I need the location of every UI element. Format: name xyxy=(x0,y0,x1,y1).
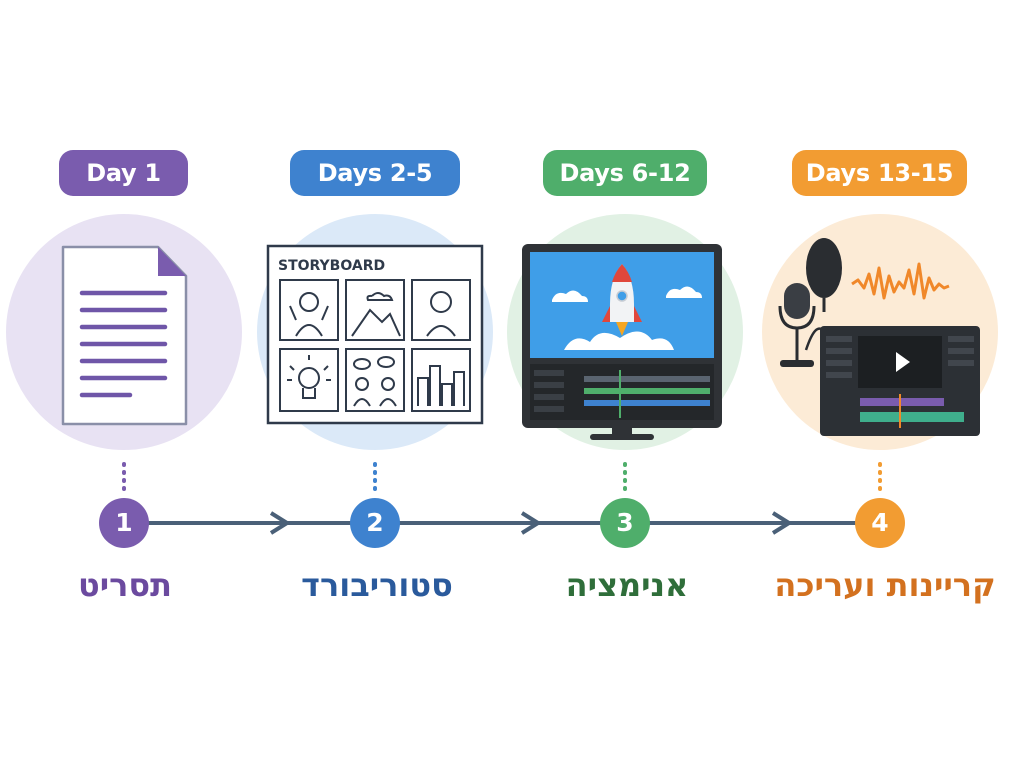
step-3-badge: Days 6-12 xyxy=(543,150,707,196)
step-2-node: 2 xyxy=(350,498,400,548)
step-1-label: תסריט xyxy=(77,566,173,604)
monitor-icon xyxy=(522,244,722,440)
arrow-1-icon xyxy=(269,511,289,535)
arrow-2-icon xyxy=(520,511,540,535)
step-3-node: 3 xyxy=(600,498,650,548)
step-1-node: 1 xyxy=(99,498,149,548)
step-1-badge: Day 1 xyxy=(59,150,188,196)
step-4-badge: Days 13-15 xyxy=(792,150,967,196)
audio-editing-icon xyxy=(778,238,980,436)
document-icon xyxy=(61,245,188,426)
step-4-label: קריינות ועריכה xyxy=(774,566,996,604)
storyboard-icon: STORYBOARD xyxy=(266,244,484,425)
step-2-badge: Days 2-5 xyxy=(290,150,460,196)
step-3-label: אנימציה xyxy=(565,566,689,604)
arrow-3-icon xyxy=(771,511,791,535)
storyboard-title: STORYBOARD xyxy=(278,258,385,274)
step-4-node: 4 xyxy=(855,498,905,548)
step-2-label: סטוריבורד xyxy=(301,566,453,604)
